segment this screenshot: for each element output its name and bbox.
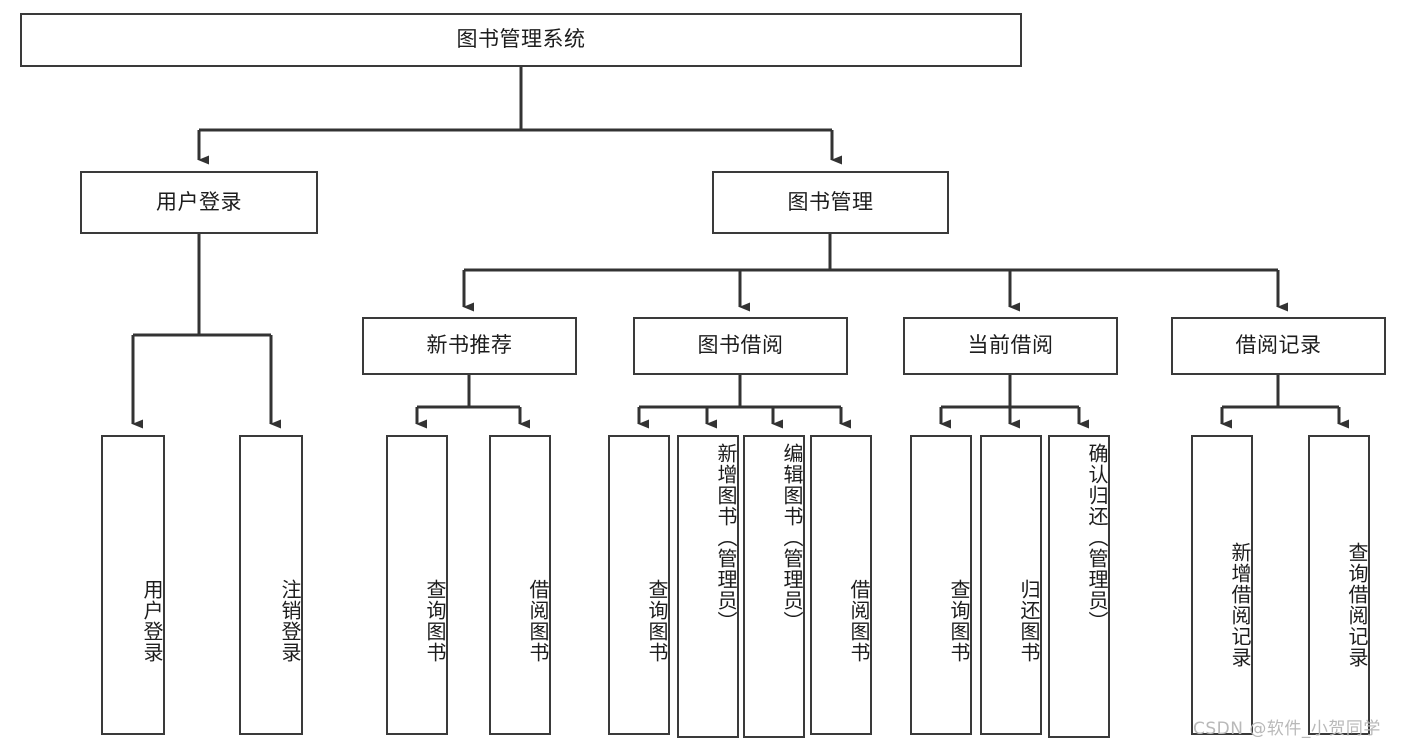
node-leaf-add-borrow-record-label: 新增借阅记录 — [1228, 542, 1252, 668]
node-leaf-logout[interactable]: 注销登录 — [239, 435, 303, 735]
node-leaf-confirm-return-admin-label: 确认归还（管理员） — [1085, 443, 1109, 632]
node-leaf-query-book-recommend-label: 查询图书 — [423, 579, 447, 663]
node-current-borrow-label: 当前借阅 — [967, 333, 1054, 358]
node-leaf-edit-book-admin[interactable]: 编辑图书（管理员） — [743, 435, 805, 738]
node-leaf-user-login[interactable]: 用户登录 — [101, 435, 165, 735]
node-book-borrow-label: 图书借阅 — [697, 333, 784, 358]
node-leaf-return-book-label: 归还图书 — [1017, 579, 1041, 663]
csdn-watermark: CSDN @软件_小贺同学 — [1193, 719, 1381, 739]
node-borrow-record[interactable]: 借阅记录 — [1171, 317, 1386, 375]
node-leaf-query-borrow-record-label: 查询借阅记录 — [1345, 542, 1369, 668]
node-leaf-add-borrow-record[interactable]: 新增借阅记录 — [1191, 435, 1253, 735]
node-leaf-return-book[interactable]: 归还图书 — [980, 435, 1042, 735]
node-leaf-query-book-recommend[interactable]: 查询图书 — [386, 435, 448, 735]
node-leaf-query-book-borrow[interactable]: 查询图书 — [608, 435, 670, 735]
node-leaf-user-login-label: 用户登录 — [140, 579, 164, 663]
node-leaf-borrow-book-recommend[interactable]: 借阅图书 — [489, 435, 551, 735]
node-user-login-label: 用户登录 — [156, 189, 242, 214]
node-book-borrow[interactable]: 图书借阅 — [633, 317, 848, 375]
node-book-management[interactable]: 图书管理 — [712, 171, 949, 234]
node-leaf-query-book-current-label: 查询图书 — [947, 579, 971, 663]
node-book-management-label: 图书管理 — [787, 189, 874, 214]
node-root-book-management-system[interactable]: 图书管理系统 — [20, 13, 1022, 67]
node-current-borrow[interactable]: 当前借阅 — [903, 317, 1118, 375]
node-leaf-borrow-book-recommend-label: 借阅图书 — [526, 579, 550, 663]
node-leaf-edit-book-admin-label: 编辑图书（管理员） — [780, 443, 804, 632]
node-leaf-confirm-return-admin[interactable]: 确认归还（管理员） — [1048, 435, 1110, 738]
node-new-book-recommend-label: 新书推荐 — [426, 333, 513, 358]
node-borrow-record-label: 借阅记录 — [1235, 333, 1322, 358]
node-leaf-borrow-book-borrow-label: 借阅图书 — [847, 579, 871, 663]
node-leaf-add-book-admin-label: 新增图书（管理员） — [714, 443, 738, 632]
node-new-book-recommend[interactable]: 新书推荐 — [362, 317, 577, 375]
node-leaf-borrow-book-borrow[interactable]: 借阅图书 — [810, 435, 872, 735]
node-leaf-add-book-admin[interactable]: 新增图书（管理员） — [677, 435, 739, 738]
node-leaf-query-borrow-record[interactable]: 查询借阅记录 — [1308, 435, 1370, 735]
node-root-label: 图书管理系统 — [456, 27, 586, 52]
node-leaf-query-book-current[interactable]: 查询图书 — [910, 435, 972, 735]
node-leaf-logout-label: 注销登录 — [278, 579, 302, 663]
node-user-login[interactable]: 用户登录 — [80, 171, 318, 234]
node-leaf-query-book-borrow-label: 查询图书 — [645, 579, 669, 663]
